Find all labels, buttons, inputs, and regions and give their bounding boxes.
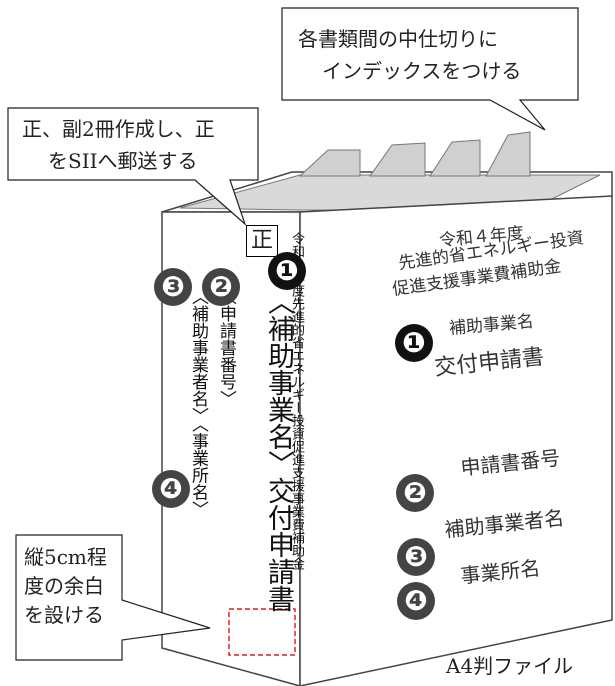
- marker-2-cover: ❷: [396, 474, 434, 512]
- marker-4-cover: ❹: [397, 582, 435, 620]
- index-tab-4: [485, 131, 531, 177]
- index-tab-1: [298, 149, 361, 177]
- callout-margin-line2: 度の余白: [24, 574, 104, 598]
- marker-1-cover: ❶: [395, 324, 433, 362]
- callout-margin-line3: を設ける: [24, 603, 104, 627]
- callout-index-line2: インデックスをつける: [322, 59, 522, 83]
- index-tab-2: [369, 142, 426, 177]
- binder-cover: [299, 195, 613, 686]
- callout-index-bubble: [281, 7, 579, 131]
- callout-margin-line1: 縦5cm程: [24, 545, 107, 569]
- file-type-label: A4判ファイル: [446, 654, 574, 678]
- callout-margin-bubble: [15, 534, 211, 661]
- callout-copies-line2: をSIIへ郵送する: [48, 149, 198, 173]
- callout-copies-bubble: [7, 107, 259, 226]
- marker-2-spine: ❷: [202, 268, 240, 306]
- marker-3-cover: ❸: [397, 538, 435, 576]
- index-tab-3: [429, 139, 481, 177]
- margin-indicator: [228, 608, 296, 656]
- spine-company-office: 〈補助事業者名〉〈事業所名〉: [188, 288, 208, 518]
- marker-3-spine: ❸: [154, 268, 192, 306]
- spine-application-number: 〈申請書番号〉: [216, 288, 236, 407]
- marker-4-spine: ❹: [152, 470, 190, 508]
- marker-1-spine: ❶: [268, 252, 306, 290]
- original-seal: 正: [246, 225, 278, 257]
- spine-program-name: 令和４年度先進的省エネルギー投資促進支援事業費補助金: [289, 232, 304, 570]
- callout-index-line1: 各書類間の中仕切りに: [298, 27, 498, 51]
- spine-title: 〈補助事業名〉交付申請書: [263, 288, 294, 612]
- callout-copies-line1: 正、副2冊作成し、正: [22, 117, 215, 141]
